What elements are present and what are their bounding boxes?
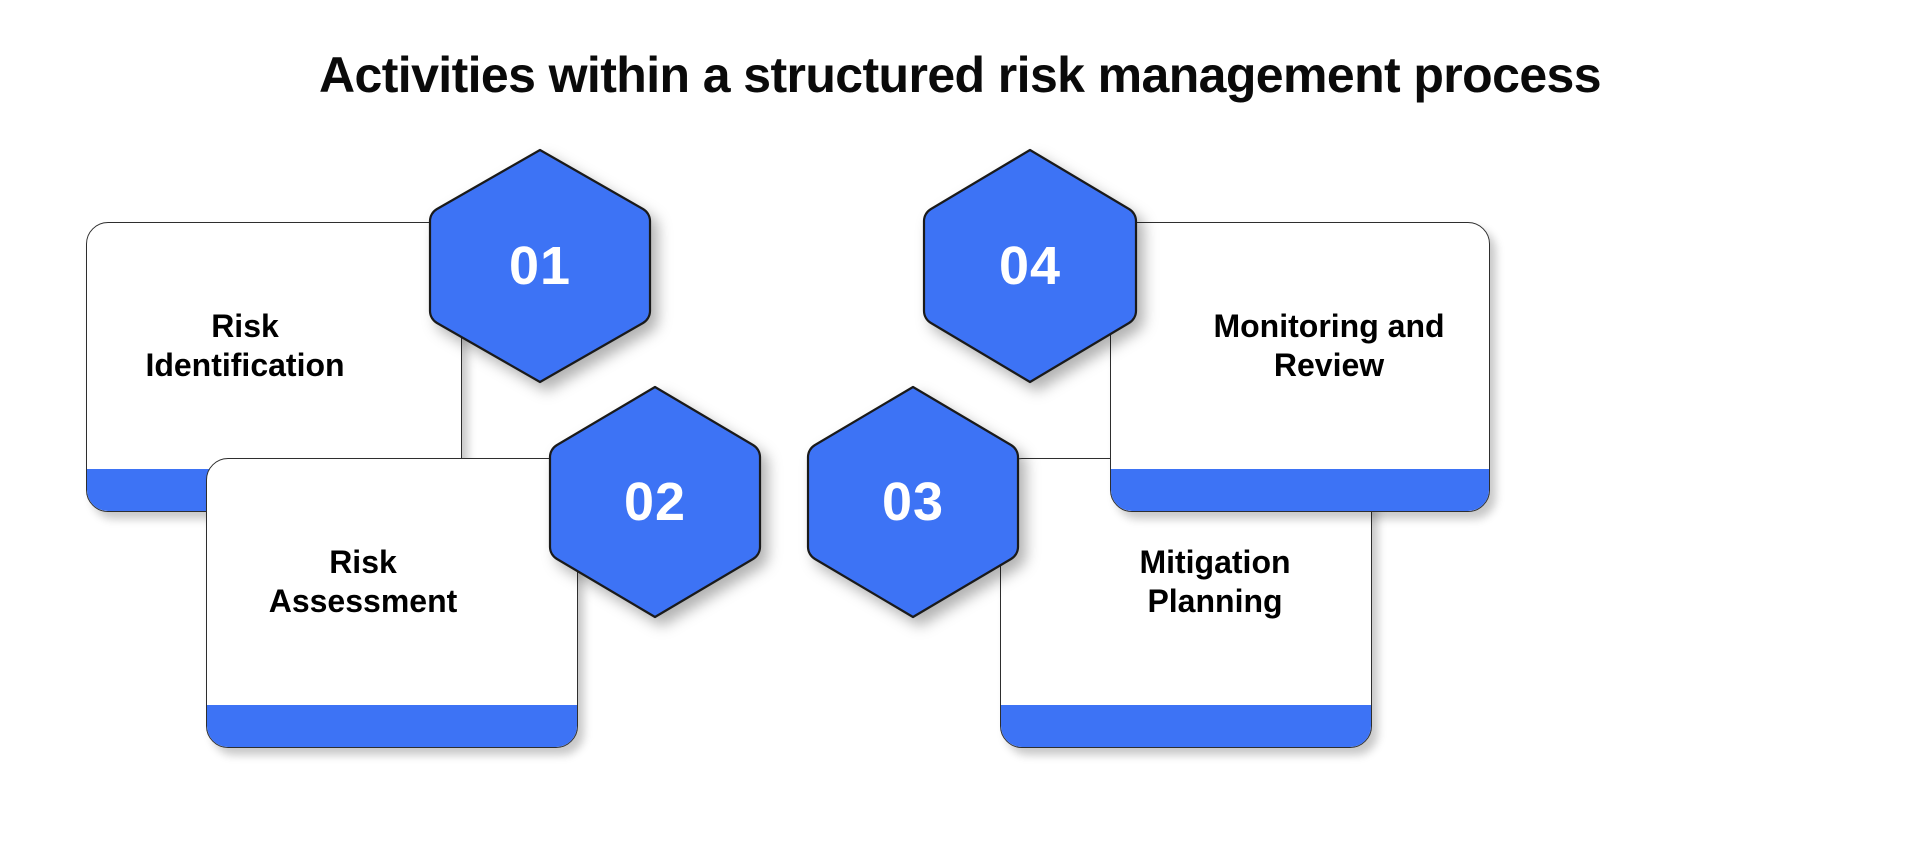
step-number-hexagon-03[interactable]: 03 [802,384,1024,620]
hexagon-icon [806,385,1020,619]
step-card-body: Monitoring and Review [1169,223,1489,469]
hexagon-icon [922,148,1138,384]
step-card-label: Risk Identification [145,307,345,383]
step-card-label: Risk Assessment [268,543,458,619]
step-card-body: Mitigation Planning [1059,459,1371,705]
step-card-risk-assessment[interactable]: Risk Assessment [206,458,578,748]
hexagon-icon [428,148,652,384]
step-card-accent-bar [1001,705,1371,747]
step-number-hexagon-04[interactable]: 04 [918,147,1142,385]
step-card-label: Monitoring and Review [1213,307,1445,383]
hexagon-icon [548,385,762,619]
step-number-hexagon-01[interactable]: 01 [424,147,656,385]
step-card-accent-bar [1111,469,1489,511]
step-card-monitoring-and-review[interactable]: Monitoring and Review [1110,222,1490,512]
step-card-body: Risk Assessment [207,459,519,705]
step-card-accent-bar [207,705,577,747]
page-title: Activities within a structured risk mana… [319,46,1602,103]
step-card-label: Mitigation Planning [1139,543,1291,619]
step-number-hexagon-02[interactable]: 02 [544,384,766,620]
step-card-body: Risk Identification [87,223,403,469]
